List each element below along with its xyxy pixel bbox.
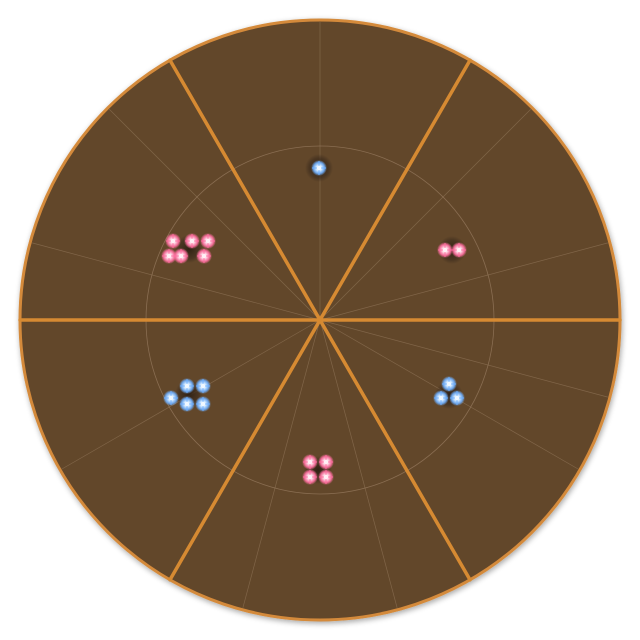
guide-spoke xyxy=(319,109,531,321)
red-stone xyxy=(318,469,334,485)
blue-stone xyxy=(179,396,195,412)
sector-divider xyxy=(318,318,472,582)
blue-stone xyxy=(441,376,457,392)
sector-divider xyxy=(318,58,472,322)
pit-upper-right[interactable] xyxy=(437,236,467,264)
red-stone xyxy=(184,233,200,249)
blue-stone xyxy=(195,378,211,394)
red-stone xyxy=(318,454,334,470)
pit-lower-right[interactable] xyxy=(433,376,465,409)
guide-spoke xyxy=(319,242,608,321)
red-stone xyxy=(173,248,189,264)
sector-divider xyxy=(168,58,322,322)
pit-bottom[interactable] xyxy=(302,454,334,485)
pit-top[interactable] xyxy=(305,154,333,182)
red-stone xyxy=(302,469,318,485)
guide-spoke xyxy=(242,319,321,608)
pit-lower-left[interactable] xyxy=(163,378,211,412)
red-stone xyxy=(437,242,453,258)
blue-stone xyxy=(311,160,327,176)
blue-stone xyxy=(179,378,195,394)
pits xyxy=(161,154,467,485)
red-stone xyxy=(451,242,467,258)
guide-spoke xyxy=(319,319,398,608)
red-stone xyxy=(161,248,177,264)
guide-spoke xyxy=(109,109,321,321)
blue-stone xyxy=(433,390,449,406)
guide-spoke xyxy=(319,319,608,398)
sector-dividers xyxy=(18,58,622,582)
pit-upper-left[interactable] xyxy=(161,233,216,264)
red-stone xyxy=(302,454,318,470)
guide-spoke xyxy=(32,242,321,321)
blue-stone xyxy=(163,390,179,406)
blue-stone xyxy=(449,390,465,406)
red-stone xyxy=(165,233,181,249)
guide-lines xyxy=(32,22,608,608)
sector-divider xyxy=(168,318,322,582)
red-stone xyxy=(196,248,212,264)
blue-stone xyxy=(195,396,211,412)
red-stone xyxy=(200,233,216,249)
